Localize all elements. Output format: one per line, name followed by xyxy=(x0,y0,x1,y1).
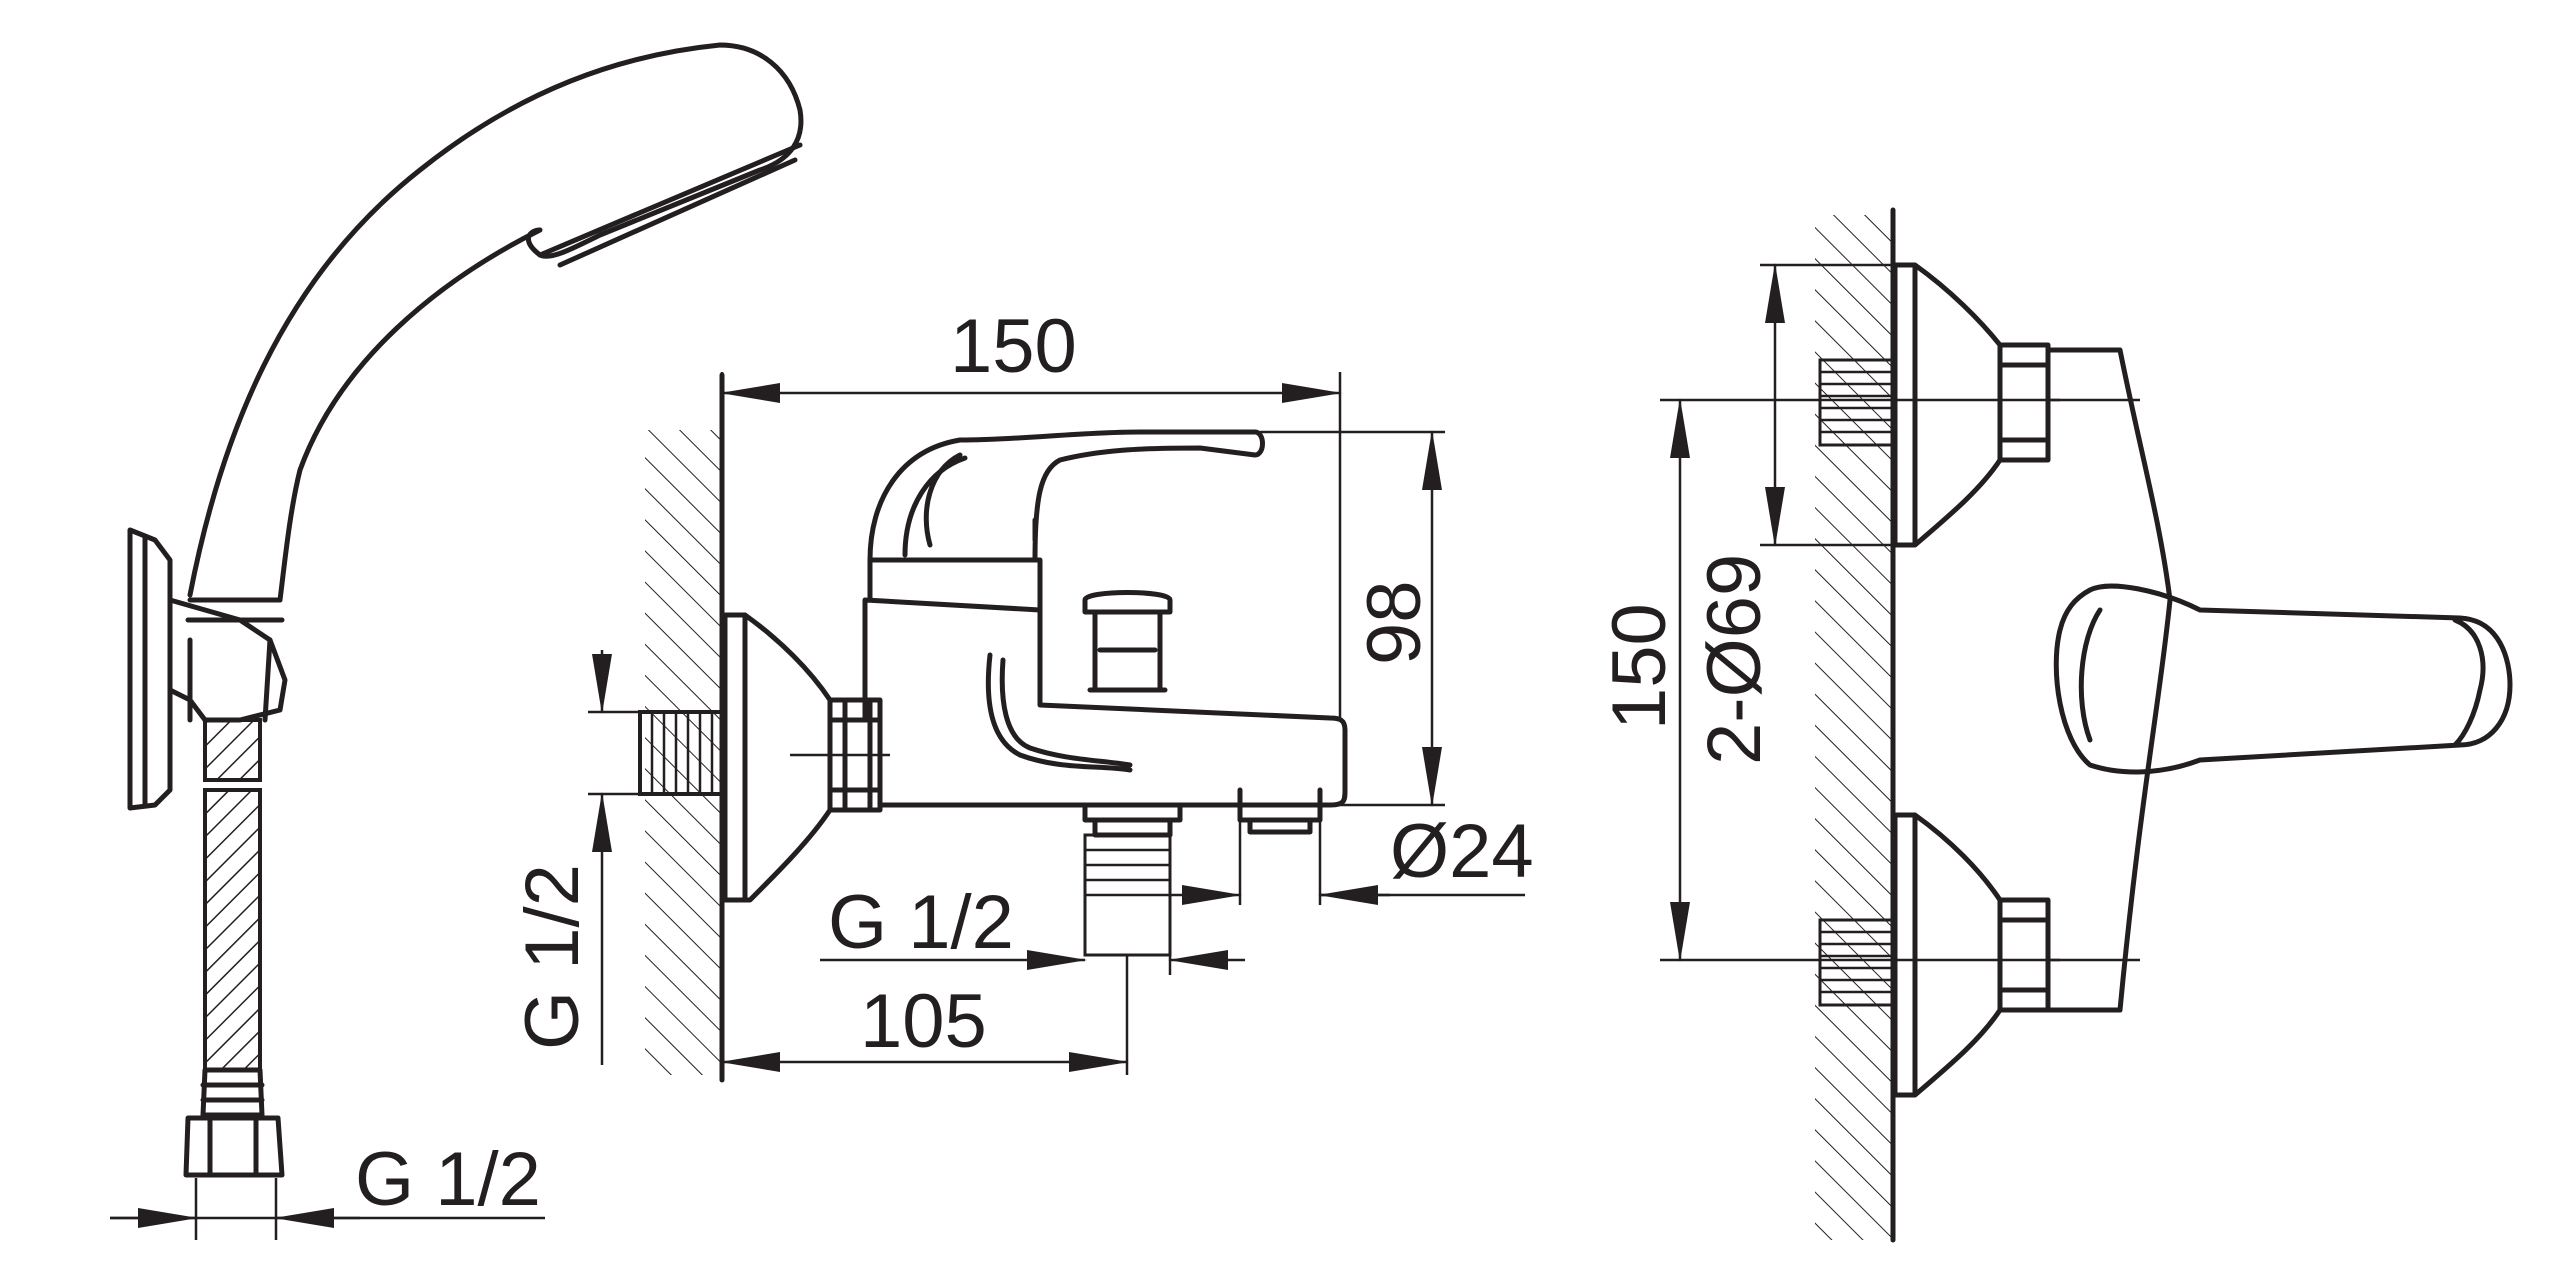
mixer-side-view: 150 98 Ø24 G 1/2 105 G 1/2 xyxy=(510,304,1534,1083)
wall-hatching-center xyxy=(645,430,721,1075)
upper-escutcheon xyxy=(1892,262,2003,548)
spout-outlet xyxy=(1082,802,1183,838)
shower-handle xyxy=(187,42,804,603)
hose-upper-section xyxy=(203,718,262,782)
inlet-spacing-label: 150 xyxy=(1597,603,1682,730)
lever-top xyxy=(2053,583,2513,775)
spout-thread-label: G 1/2 xyxy=(828,880,1014,965)
shower-handle-collar xyxy=(185,597,285,623)
wall-to-spout-label: 105 xyxy=(860,979,987,1064)
lower-escutcheon xyxy=(1892,812,2003,1098)
mixer-top-view: 150 2-Ø69 xyxy=(1597,207,2513,1243)
lower-inlet xyxy=(1818,812,2051,1098)
cartridge-housing xyxy=(867,557,1043,613)
escutcheon-label: 2-Ø69 xyxy=(1692,554,1777,765)
shower-head-face xyxy=(537,142,803,268)
upper-nut xyxy=(1997,342,2051,463)
hose-ferrule xyxy=(200,1067,265,1118)
shower-holder xyxy=(167,597,288,723)
lower-nut xyxy=(1997,897,2051,1013)
hose-thread-label: G 1/2 xyxy=(355,1137,541,1222)
shower-bracket xyxy=(127,527,173,811)
overall-length-label: 150 xyxy=(950,304,1077,389)
mixer-body-top xyxy=(2045,347,2173,1013)
spout-curve xyxy=(985,652,1133,773)
spout-aerator xyxy=(1237,787,1323,835)
inlet-thread-label: G 1/2 xyxy=(510,864,595,1050)
hose-nut xyxy=(183,1115,285,1178)
height-label: 98 xyxy=(1352,580,1437,665)
outlet-diameter-label: Ø24 xyxy=(1390,809,1534,894)
shower-hose xyxy=(203,788,262,1072)
upper-inlet xyxy=(1818,262,2051,548)
wall-hatching-right xyxy=(1815,215,1893,1240)
inlet-thread xyxy=(638,710,724,796)
diverter-knob xyxy=(1082,590,1173,693)
escutcheon-side xyxy=(722,612,833,903)
lever-tip xyxy=(2452,617,2486,748)
shower-holder-joint xyxy=(187,637,273,723)
lever-inner xyxy=(902,455,968,558)
inlet-thread-lines xyxy=(650,712,714,794)
hand-shower-view: G 1/2 xyxy=(110,42,804,1240)
lever-inner-top xyxy=(2078,607,2103,743)
lever-handle xyxy=(867,429,1265,563)
mixer-body xyxy=(862,597,1348,808)
